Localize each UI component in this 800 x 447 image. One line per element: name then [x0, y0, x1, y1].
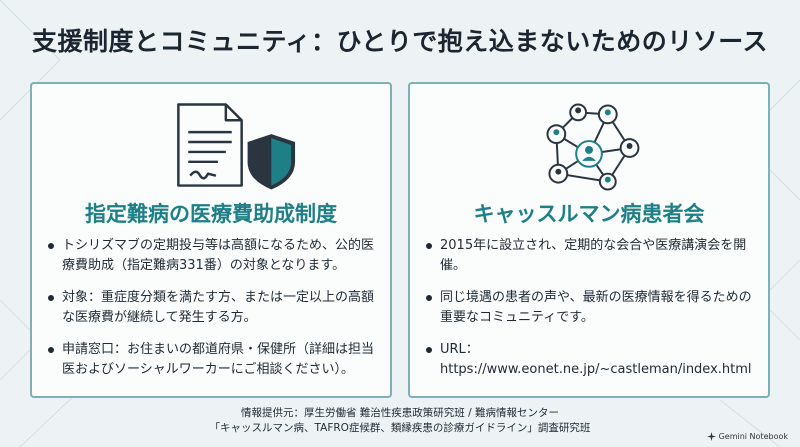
list-item: 対象：重症度分類を満たす方、または一定以上の高額な医療費が継続して発生する方。	[48, 288, 378, 328]
subsidy-heading: 指定難病の医療費助成制度	[85, 202, 337, 226]
brand-label: Gemini Notebook	[706, 432, 788, 441]
association-heading: キャッスルマン病患者会	[473, 202, 705, 226]
medical-subsidy-card: 指定難病の医療費助成制度 トシリズマブの定期投与等は高額になるため、公的医療費助…	[30, 82, 392, 398]
association-bullets: 2015年に設立され、定期的な会合や医療講演会を開催。 同じ境遇の患者の声や、最…	[426, 236, 756, 392]
page-title: 支援制度とコミュニティ：ひとりで抱え込まないためのリソース	[31, 27, 768, 56]
brand-icon	[706, 432, 716, 441]
brand-text: Gemini Notebook	[718, 432, 788, 441]
people-network-icon	[546, 103, 640, 191]
list-item: 同じ境遇の患者の声や、最新の医療情報を得るための重要なコミュニティです。	[426, 288, 756, 328]
list-item: トシリズマブの定期投与等は高額になるため、公的医療費助成（指定難病331番）の対…	[48, 236, 378, 276]
subsidy-bullets: トシリズマブの定期投与等は高額になるため、公的医療費助成（指定難病331番）の対…	[48, 236, 378, 392]
url-item: URL：https://www.eonet.ne.jp/~castleman/i…	[426, 340, 756, 380]
patient-association-card: キャッスルマン病患者会 2015年に設立され、定期的な会合や医療講演会を開催。 …	[408, 82, 770, 398]
list-item: 2015年に設立され、定期的な会合や医療講演会を開催。	[426, 236, 756, 276]
list-item: 申請窓口：お住まいの都道府県・保健所（詳細は担当医およびソーシャルワーカーにご相…	[48, 340, 378, 380]
document-shield-icon	[177, 103, 296, 190]
source-line-1: 情報提供元：厚生労働省 難治性疾患政策研究班 / 難病情報センター	[240, 407, 560, 419]
source-line-2: 「キャッスルマン病、TAFRO症候群、類縁疾患の診療ガイドライン」調査研究班	[209, 422, 591, 434]
source-footer: 情報提供元：厚生労働省 難治性疾患政策研究班 / 難病情報センター 「キャッスル…	[0, 406, 800, 436]
